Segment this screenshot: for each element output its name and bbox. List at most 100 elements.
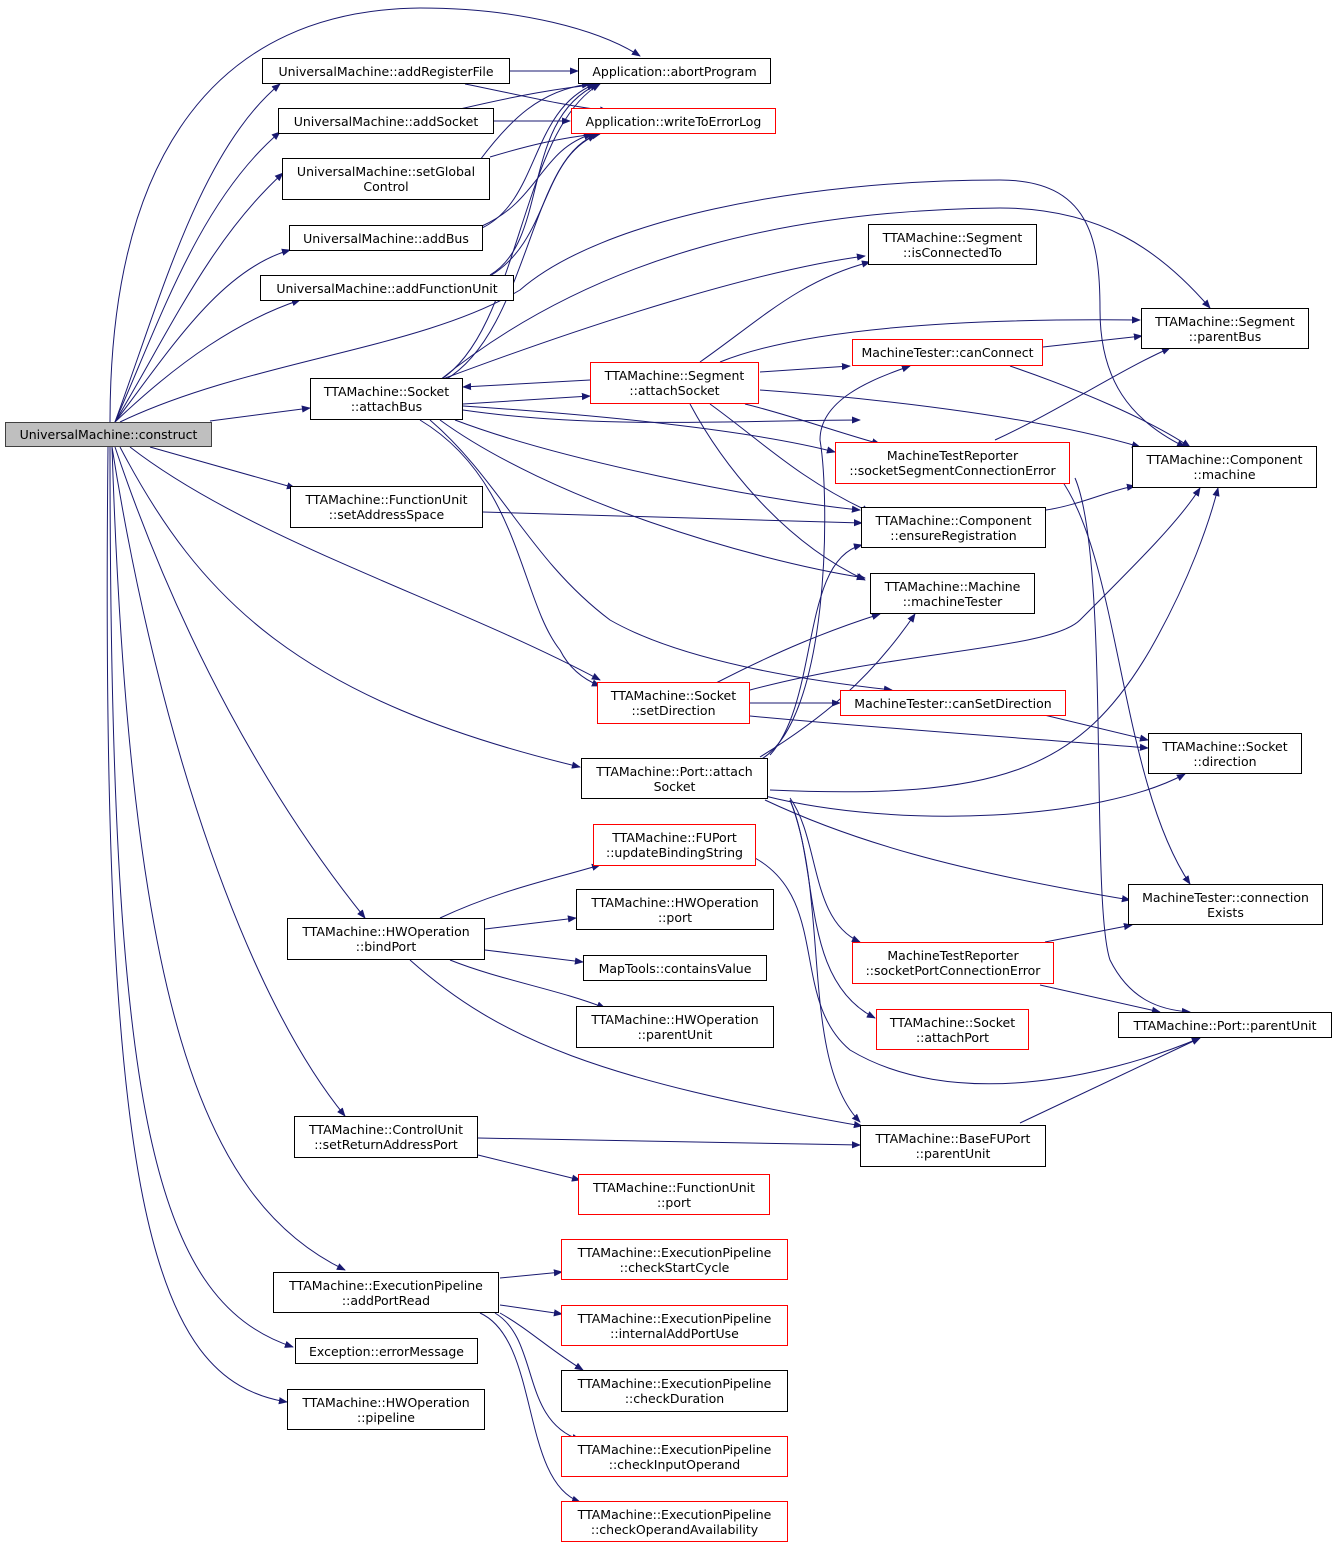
node-label: TTAMachine::ExecutionPipeline (577, 1506, 772, 1522)
edge-construct-cu-setrap (111, 446, 346, 1117)
node-label: ::socketPortConnectionError (865, 963, 1041, 978)
edge-construct-addfunctionunit (114, 299, 301, 423)
edge-construct-hw-pipeline (106, 446, 288, 1405)
node-segment-parentbus[interactable]: TTAMachine::Segment::parentBus (1141, 308, 1309, 349)
node-executionpipeline-internaladdportuse[interactable]: TTAMachine::ExecutionPipeline::internalA… (561, 1305, 788, 1346)
node-port-parentunit[interactable]: TTAMachine::Port::parentUnit (1118, 1012, 1332, 1038)
node-executionpipeline-checkinputoperand[interactable]: TTAMachine::ExecutionPipeline::checkInpu… (561, 1436, 788, 1477)
edge-portattach-mtrsockport (789, 797, 861, 943)
node-label: ::addPortRead (341, 1292, 431, 1308)
node-socket-setdirection[interactable]: TTAMachine::Socket::setDirection (597, 682, 750, 724)
node-label: TTAMachine::HWOperation (302, 924, 470, 939)
edge-construct-socket-attachbus (209, 405, 311, 422)
node-label: MachineTester::canConnect (861, 345, 1034, 360)
node-functionunit-port[interactable]: TTAMachine::FunctionUnit::port (578, 1174, 770, 1215)
node-socket-attachbus[interactable]: TTAMachine::Socket::attachBus (310, 378, 463, 420)
edge-mtrsockseg-segparentbus (994, 347, 1171, 441)
node-executionpipeline-checkoperandavailability[interactable]: TTAMachine::ExecutionPipeline::checkOper… (561, 1501, 788, 1542)
edge-mtrsockseg-mtconnexists (1059, 477, 1191, 885)
node-segment-attachsocket[interactable]: TTAMachine::Segment::attachSocket (590, 362, 759, 404)
edge-portattach-sockattachport (789, 799, 876, 1019)
node-component-ensureregistration[interactable]: TTAMachine::Component::ensureRegistratio… (861, 507, 1046, 548)
node-addregisterfile[interactable]: UniversalMachine::addRegisterFile (262, 58, 510, 84)
edge-segattach-compmachine (759, 389, 1141, 449)
node-label: ::direction (1193, 753, 1257, 769)
node-segment-isconnectedto[interactable]: TTAMachine::Segment::isConnectedTo (868, 224, 1037, 265)
node-label: Application::writeToErrorLog (585, 113, 762, 129)
node-mtr-socketportconnectionerror[interactable]: MachineTestReporter::socketPortConnectio… (852, 942, 1054, 984)
node-label: ::pipeline (356, 1409, 415, 1425)
edge-addportread-checkdur (499, 1312, 584, 1371)
node-label: TTAMachine::Socket (1162, 738, 1288, 754)
node-fu-setaddressspace[interactable]: TTAMachine::FunctionUnit::setAddressSpac… (290, 486, 483, 528)
node-machinetester-cansetdirection[interactable]: MachineTester::canSetDirection (840, 690, 1066, 716)
node-label: TTAMachine::Segment (1155, 313, 1295, 329)
edge-setdir-compmachine (749, 487, 1201, 691)
edge-mtrsockport-portparentunit (1039, 984, 1161, 1014)
edge-cusetrap-fuport (477, 1154, 581, 1182)
node-executionpipeline-checkstartcycle[interactable]: TTAMachine::ExecutionPipeline::checkStar… (561, 1239, 788, 1280)
edge-construct-hw-bindport (114, 446, 366, 919)
node-hwoperation-bindport[interactable]: TTAMachine::HWOperation::bindPort (287, 918, 485, 960)
edge-attachbus-mtcanconnect (462, 409, 861, 424)
node-socket-direction[interactable]: TTAMachine::Socket::direction (1148, 733, 1302, 774)
node-machinetester-canconnect[interactable]: MachineTester::canConnect (852, 339, 1043, 366)
node-label: ::parentUnit (915, 1146, 991, 1161)
edge-construct-addbus (114, 248, 291, 423)
node-component-machine[interactable]: TTAMachine::Component::machine (1132, 446, 1317, 488)
node-addsocket[interactable]: UniversalMachine::addSocket (278, 108, 494, 134)
node-label: Exists (1207, 904, 1244, 920)
node-label: TTAMachine::ControlUnit (308, 1122, 463, 1137)
edge-construct-exc-errormessage (109, 446, 294, 1348)
node-label: TTAMachine::Socket (610, 688, 737, 703)
node-machine-machinetester[interactable]: TTAMachine::Machine::machineTester (870, 573, 1035, 614)
edge-portattach-mtcanconnect (759, 365, 911, 761)
node-label: TTAMachine::FunctionUnit (305, 492, 468, 507)
node-label: ::setReturnAddressPort (314, 1137, 458, 1152)
node-label: TTAMachine::FunctionUnit (593, 1179, 755, 1195)
node-abortprogram[interactable]: Application::abortProgram (578, 58, 771, 84)
node-basefuport-parentunit[interactable]: TTAMachine::BaseFUPort::parentUnit (860, 1125, 1046, 1167)
edge-bindport-fuportupd (439, 863, 601, 919)
edge-bindport-hwparentunit (449, 959, 606, 1009)
node-addfunctionunit[interactable]: UniversalMachine::addFunctionUnit (260, 275, 514, 301)
node-controlunit-setreturnaddressport[interactable]: TTAMachine::ControlUnit::setReturnAddres… (294, 1116, 478, 1158)
edge-construct-ep-addportread (111, 446, 346, 1271)
edge-construct-addregisterfile (114, 83, 281, 423)
node-label: ::checkInputOperand (608, 1456, 741, 1472)
edge-mtcanconnect-segparentbus (1042, 333, 1143, 348)
node-socket-attachport[interactable]: TTAMachine::Socket::attachPort (876, 1009, 1029, 1050)
node-executionpipeline-checkduration[interactable]: TTAMachine::ExecutionPipeline::checkDura… (561, 1370, 788, 1412)
node-label: TTAMachine::ExecutionPipeline (577, 1310, 772, 1326)
node-label: ::checkOperandAvailability (590, 1521, 759, 1537)
node-exception-errormessage[interactable]: Exception::errorMessage (295, 1338, 478, 1364)
node-label: TTAMachine::Machine (884, 578, 1021, 594)
node-writetoerrorlog[interactable]: Application::writeToErrorLog (571, 108, 776, 134)
node-hwoperation-parentunit[interactable]: TTAMachine::HWOperation::parentUnit (576, 1006, 774, 1048)
node-fuport-updatebindingstring[interactable]: TTAMachine::FUPort::updateBindingString (593, 824, 756, 866)
edge-addportread-checkstart (499, 1269, 563, 1279)
node-label: ::machine (1193, 467, 1256, 482)
edge-segattach-mtrsockseg (744, 403, 881, 446)
edge-construct-abortprogram (109, 7, 641, 423)
node-maptools-containsvalue[interactable]: MapTools::containsValue (583, 955, 767, 981)
node-label: TTAMachine::Component (875, 512, 1032, 528)
edge-construct-socket-setdirection (129, 446, 601, 681)
node-label: ::bindPort (355, 939, 417, 954)
edge-segattach-segparentbus (719, 316, 1141, 363)
node-hwoperation-pipeline[interactable]: TTAMachine::HWOperation::pipeline (287, 1389, 485, 1430)
node-label: TTAMachine::ExecutionPipeline (577, 1244, 772, 1260)
edge-mtrsockport-mtconnexists (1044, 923, 1133, 943)
node-label: MachineTestReporter (887, 948, 1019, 963)
node-hwoperation-port[interactable]: TTAMachine::HWOperation::port (576, 889, 774, 930)
node-addbus[interactable]: UniversalMachine::addBus (289, 225, 483, 251)
node-mtr-socketsegmentconnectionerror[interactable]: MachineTestReporter::socketSegmentConnec… (835, 442, 1070, 484)
edge-segattach-compensure (709, 403, 871, 513)
node-executionpipeline-addportread[interactable]: TTAMachine::ExecutionPipeline::addPortRe… (273, 1272, 499, 1313)
edge-construct-addsocket (114, 131, 281, 423)
edge-attachbus-sockdir-via (419, 419, 601, 687)
